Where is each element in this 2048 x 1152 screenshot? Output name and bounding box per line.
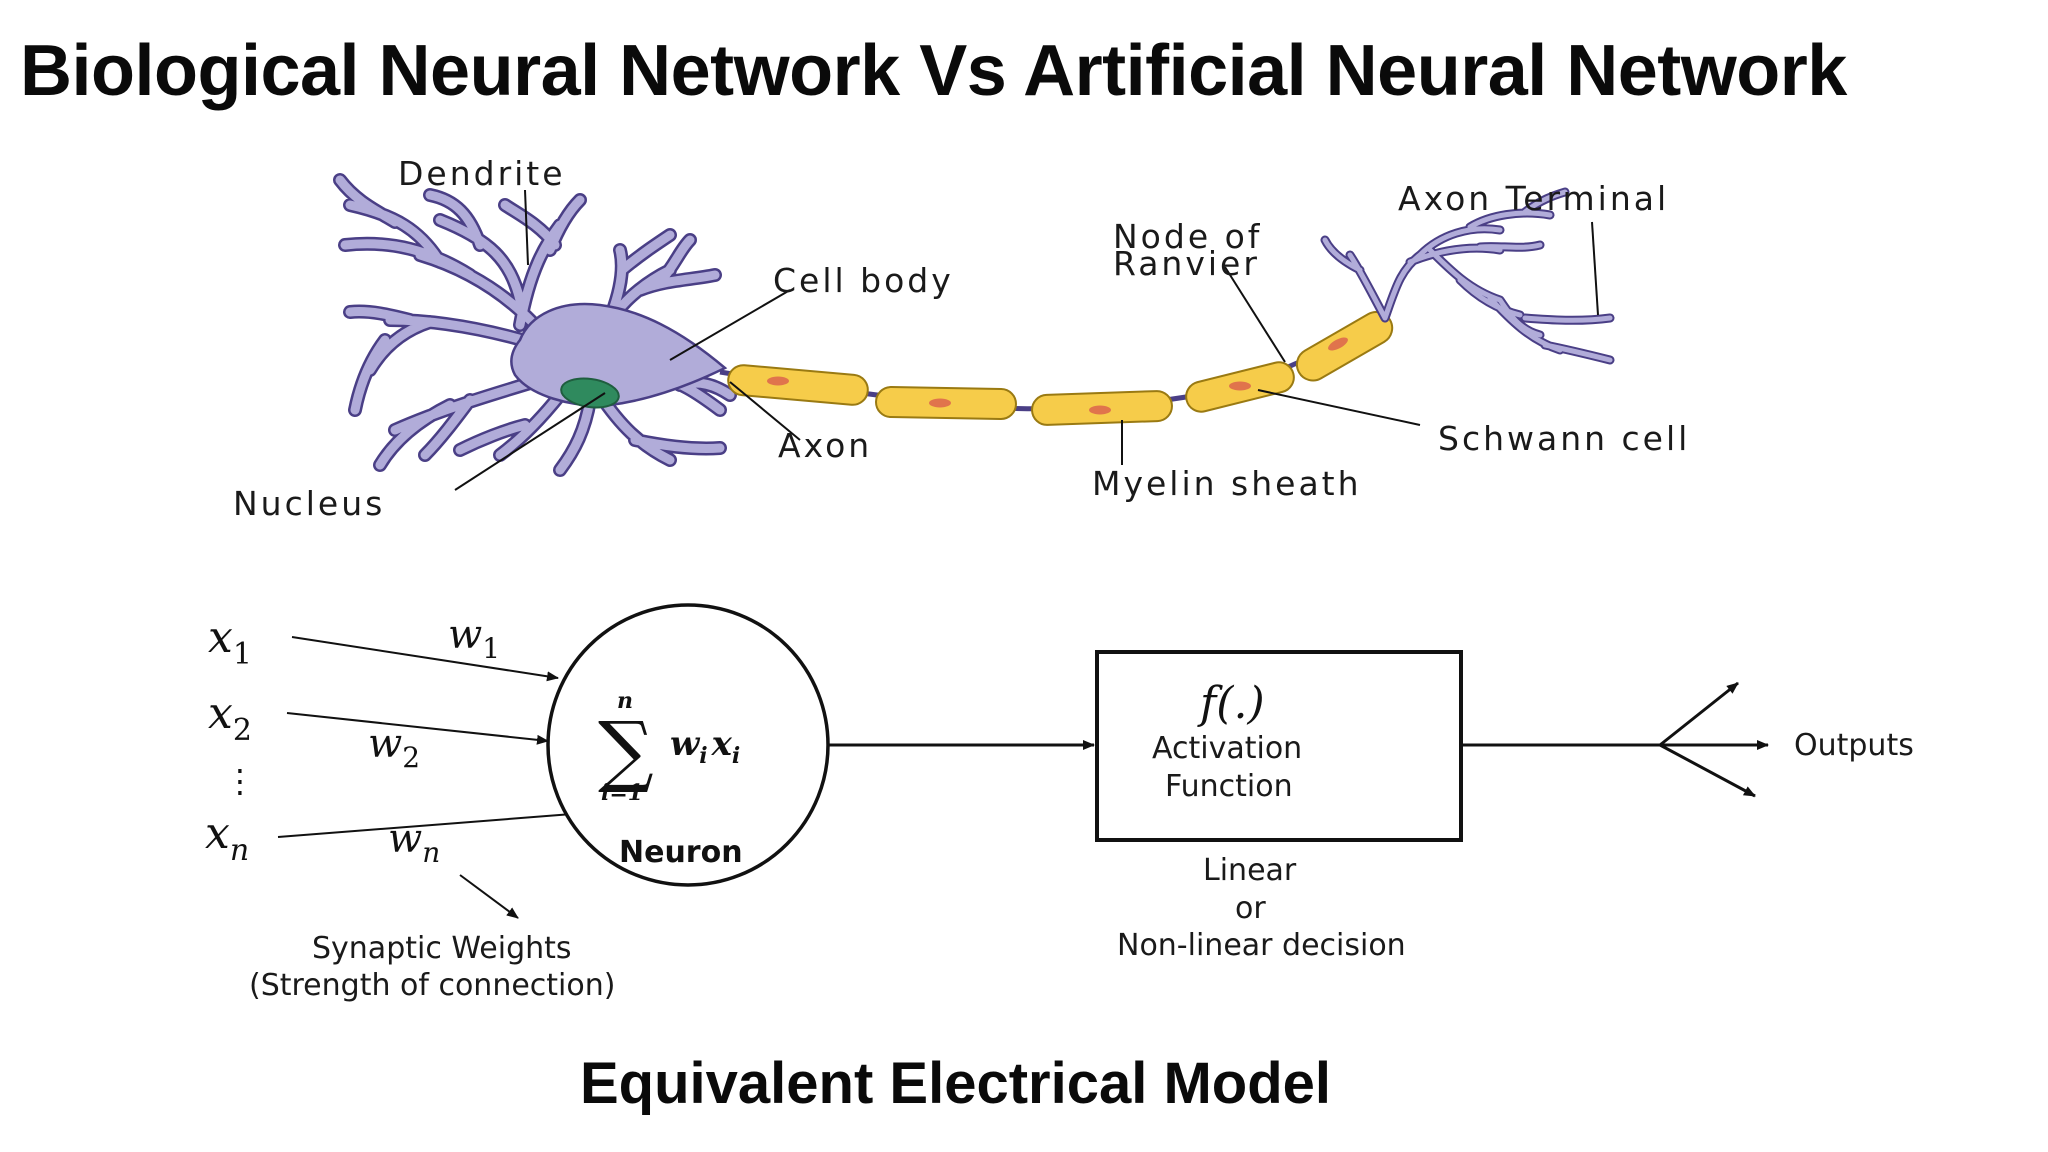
label-synaptic-weights: Synaptic Weights	[312, 931, 572, 966]
input-ellipsis: ⋮	[224, 762, 256, 800]
leader-dendrite	[524, 189, 529, 266]
schwann-nucleus	[1089, 405, 1111, 415]
input-x2: x2	[208, 688, 252, 748]
activation-formula: f(.)	[1197, 678, 1265, 729]
label-or: or	[1235, 891, 1266, 926]
sum-lower-limit: i=1	[601, 780, 643, 806]
cell-body-shape	[510, 302, 728, 407]
label-linear: Linear	[1203, 853, 1297, 888]
weight-w1: w1	[448, 612, 500, 665]
label-neuron: Neuron	[619, 835, 743, 870]
label-nonlinear-decision: Non-linear decision	[1117, 928, 1406, 963]
weight-w2: w2	[368, 721, 420, 774]
output-arrow-up	[1659, 681, 1739, 747]
sigma-symbol: ∑	[598, 706, 654, 796]
label-nucleus: Nucleus	[233, 484, 385, 523]
label-node-line2: Ranvier	[1113, 244, 1260, 283]
biological-neuron-illustration: Dendrite Cell body Nucleus Axon Node of …	[233, 154, 1690, 523]
input-x1: x1	[208, 612, 252, 672]
weight-wn: wn	[388, 816, 440, 869]
activation-label-line2: Function	[1165, 769, 1293, 804]
label-schwann-cell: Schwann cell	[1438, 419, 1690, 458]
schwann-nucleus	[1328, 337, 1348, 351]
schwann-nucleus	[767, 376, 789, 386]
label-dendrite: Dendrite	[398, 154, 566, 193]
label-axon: Axon	[778, 426, 872, 465]
synaptic-weights-pointer	[459, 874, 519, 919]
sum-upper-limit: n	[617, 688, 633, 714]
artificial-neuron-model: x1 x2 ⋮ xn w1 w2 wn Synaptic Weights (St…	[205, 603, 1914, 1003]
label-outputs: Outputs	[1794, 728, 1914, 763]
myelin-segment	[1295, 311, 1394, 382]
input-arrow-1	[291, 636, 559, 682]
equivalent-model-title: Equivalent Electrical Model	[580, 1051, 1331, 1116]
myelin-segments	[727, 311, 1394, 426]
dendrites	[333, 173, 737, 477]
leader-axon-terminal	[1591, 221, 1599, 316]
label-cell-body: Cell body	[773, 261, 954, 300]
label-strength-of-connection: (Strength of connection)	[249, 968, 615, 1003]
page-title: Biological Neural Network Vs Artificial …	[20, 31, 1847, 111]
myelin-segment	[727, 364, 869, 406]
leader-axon	[729, 381, 801, 441]
leader-schwann	[1257, 389, 1421, 426]
leader-cell-body	[669, 289, 791, 361]
label-axon-terminal: Axon Terminal	[1398, 179, 1669, 218]
output-arrow-down	[1659, 743, 1756, 798]
leader-node	[1224, 266, 1286, 363]
leader-nucleus	[454, 392, 606, 491]
label-node-line1: Node of	[1113, 217, 1262, 256]
schwann-nucleus	[1229, 381, 1251, 391]
input-arrow-n	[277, 808, 586, 838]
activation-function-box	[1095, 650, 1463, 842]
nucleus-shape	[560, 377, 620, 409]
schwann-nucleus	[929, 398, 951, 408]
activation-label-line1: Activation	[1152, 731, 1302, 766]
label-myelin-sheath: Myelin sheath	[1092, 464, 1362, 503]
input-arrow-2	[286, 712, 549, 745]
leader-lines	[454, 189, 1599, 491]
input-xn: xn	[205, 808, 249, 868]
axon-terminal-branches	[1320, 187, 1615, 365]
